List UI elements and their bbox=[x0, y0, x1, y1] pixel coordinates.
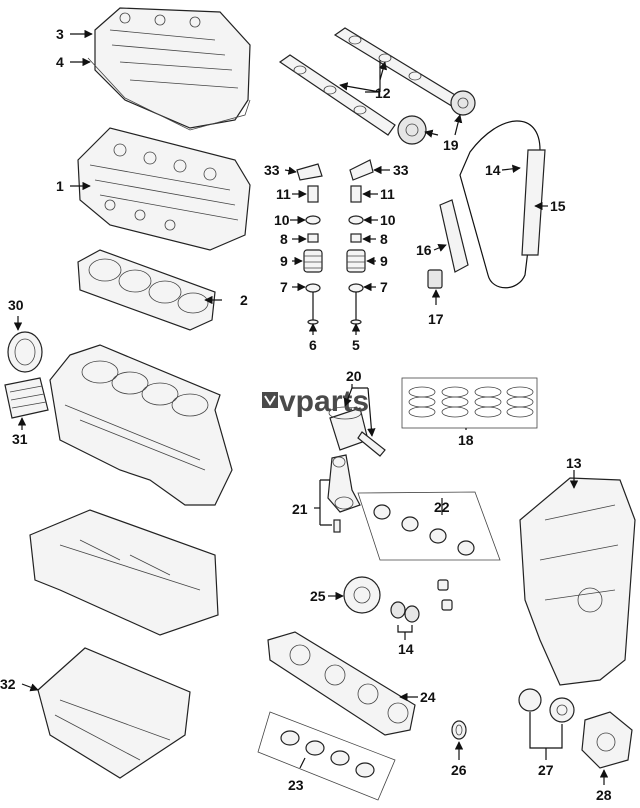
head-gasket bbox=[77, 249, 216, 331]
callout-5: 5 bbox=[352, 337, 360, 353]
callout-2: 2 bbox=[240, 292, 248, 308]
callout-29: 31 bbox=[12, 431, 28, 447]
crankshaft bbox=[267, 631, 416, 736]
callout-1: 1 bbox=[56, 178, 64, 194]
callout-16: 16 bbox=[416, 242, 432, 258]
callout-26: 25 bbox=[310, 588, 326, 604]
callouts: 3 4 1 2 30 31 32 12 19 33 33 11 bbox=[0, 26, 612, 803]
piston bbox=[328, 406, 386, 457]
piston-rings-set bbox=[401, 377, 538, 429]
lower-crankcase bbox=[29, 509, 219, 636]
watermark-text: vparts bbox=[279, 385, 369, 418]
connecting-rod bbox=[327, 454, 361, 533]
callout-10-left: 10 bbox=[274, 212, 290, 228]
cylinder-head bbox=[77, 127, 251, 251]
callout-7-right: 7 bbox=[380, 279, 388, 295]
callout-20: 18 bbox=[458, 432, 474, 448]
callout-15: 15 bbox=[550, 198, 566, 214]
callout-25: 24 bbox=[420, 689, 436, 705]
callout-13: 14 bbox=[398, 641, 414, 657]
valve-train-intake bbox=[296, 163, 323, 325]
callout-9-right: 9 bbox=[380, 253, 388, 269]
callout-17: 17 bbox=[428, 311, 444, 327]
callout-4: 4 bbox=[56, 54, 64, 70]
callout-12: 12 bbox=[375, 85, 391, 101]
callout-33-left: 33 bbox=[264, 162, 280, 178]
callout-11-right: 11 bbox=[380, 186, 395, 202]
callout-18: 13 bbox=[566, 455, 582, 471]
callout-23: 22 bbox=[434, 499, 450, 515]
callout-9-left: 9 bbox=[280, 253, 288, 269]
oil-pump bbox=[581, 711, 633, 769]
engine-block bbox=[49, 344, 233, 506]
crank-sprocket bbox=[390, 579, 453, 623]
callout-28: 30 bbox=[8, 297, 24, 313]
callout-8-right: 8 bbox=[380, 231, 388, 247]
callout-11-left: 11 bbox=[276, 186, 291, 202]
callout-6: 6 bbox=[309, 337, 317, 353]
callout-19: 19 bbox=[443, 137, 459, 153]
timing-chain bbox=[427, 120, 546, 289]
watermark-logo: vparts bbox=[262, 385, 369, 418]
callout-21: 20 bbox=[346, 368, 362, 384]
timing-cover bbox=[519, 477, 636, 686]
callout-7-left: 7 bbox=[280, 279, 288, 295]
callout-31: 27 bbox=[538, 762, 554, 778]
rod-bearings-set bbox=[357, 491, 501, 561]
crank-seal bbox=[451, 720, 467, 740]
main-bearings-set bbox=[257, 711, 396, 801]
oil-pump-cover bbox=[518, 688, 575, 723]
callout-8-left: 8 bbox=[280, 231, 288, 247]
callout-30: 32 bbox=[0, 676, 16, 692]
callout-24: 23 bbox=[288, 777, 304, 793]
callout-27: 26 bbox=[451, 762, 467, 778]
oil-pan bbox=[37, 647, 191, 779]
camshafts bbox=[278, 27, 461, 136]
cam-sprocket bbox=[397, 90, 476, 145]
valve-cover bbox=[87, 7, 251, 131]
callout-14: 14 bbox=[485, 162, 501, 178]
callout-3: 3 bbox=[56, 26, 64, 42]
valve-train-exhaust bbox=[346, 159, 374, 325]
rear-seal bbox=[7, 331, 43, 373]
oil-baffle bbox=[4, 377, 49, 419]
callout-33-right: 33 bbox=[393, 162, 409, 178]
callout-10-right: 10 bbox=[380, 212, 396, 228]
callout-32: 28 bbox=[596, 787, 612, 803]
callout-22: 21 bbox=[292, 501, 308, 517]
crank-pulley bbox=[343, 576, 381, 614]
